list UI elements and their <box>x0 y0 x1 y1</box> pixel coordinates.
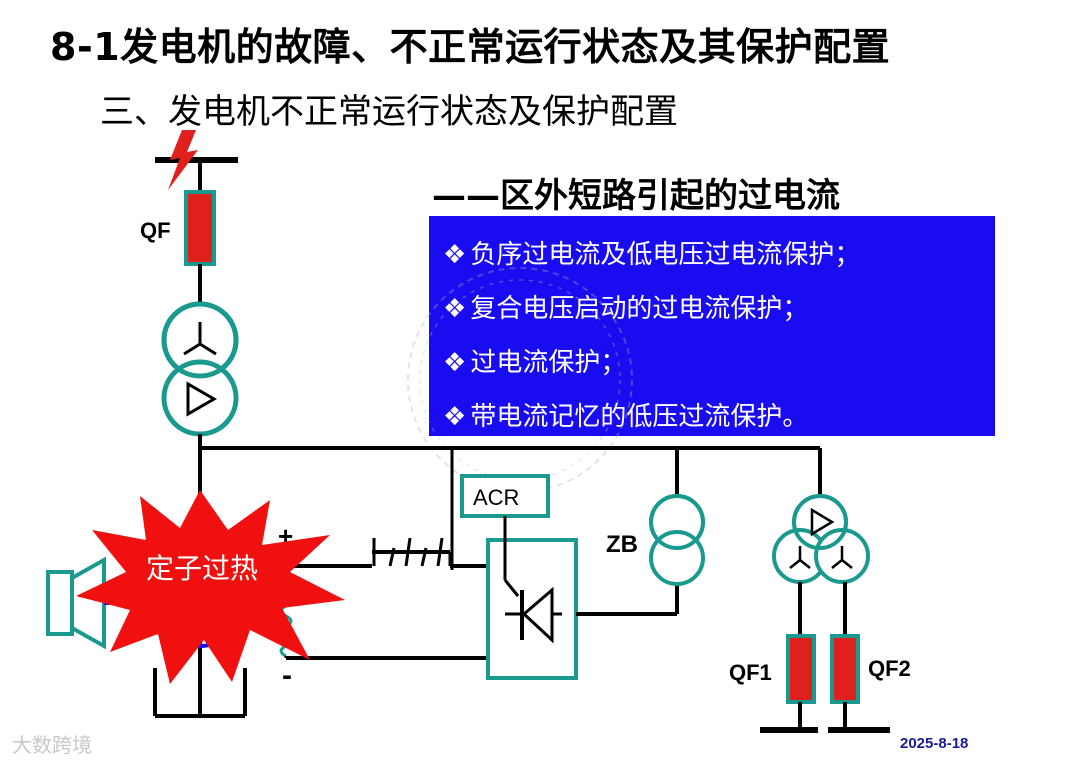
section-subtitle: 三、发电机不正常运行状态及保护配置 <box>100 92 678 132</box>
breaker-qf-label: QF <box>140 218 171 243</box>
ground-bracket <box>153 668 247 718</box>
watermark-logo: 大数跨境 <box>12 733 92 757</box>
bullet-icon: ❖ <box>443 294 467 324</box>
protection-item: ❖负序过电流及低电压过电流保护； <box>443 240 861 270</box>
page-title: 8-1发电机的故障、不正常运行状态及其保护配置 <box>50 25 891 69</box>
main-transformer <box>161 301 239 437</box>
bullet-icon: ❖ <box>443 348 467 378</box>
zb-transformer <box>649 494 705 586</box>
section-heading: ——区外短路引起的过电流 <box>432 176 840 216</box>
protection-item: ❖带电流记忆的低压过流保护。 <box>443 402 809 432</box>
acr-label: ACR <box>473 485 519 510</box>
bullet-icon: ❖ <box>443 402 467 432</box>
zb-label: ZB <box>606 531 638 558</box>
lightning-icon <box>168 130 198 190</box>
breaker-qf <box>184 190 216 266</box>
breaker-qf2 <box>830 634 860 704</box>
protection-list-box: ❖负序过电流及低电压过电流保护； ❖复合电压启动的过电流保护； ❖过电流保护； … <box>429 216 995 436</box>
bullet-icon: ❖ <box>443 240 467 270</box>
acr-box <box>460 474 550 518</box>
minus-terminal: - <box>282 659 292 692</box>
battery-icon <box>372 537 450 567</box>
stamp-watermark <box>407 267 633 493</box>
thyristor-icon <box>503 540 562 644</box>
breaker-qf2-label: QF2 <box>868 656 911 681</box>
footer-date: 2025-8-18 <box>900 735 969 752</box>
turbine-icon <box>46 556 160 650</box>
breaker-qf1-label: QF1 <box>729 660 772 685</box>
fault-label: 定子过热 <box>146 552 258 585</box>
protection-item: ❖过电流保护； <box>443 348 627 378</box>
fault-starburst <box>76 490 345 684</box>
three-winding-transformer <box>772 494 870 584</box>
protection-item: ❖复合电压启动的过电流保护； <box>443 294 809 324</box>
breaker-qf1 <box>786 634 816 704</box>
